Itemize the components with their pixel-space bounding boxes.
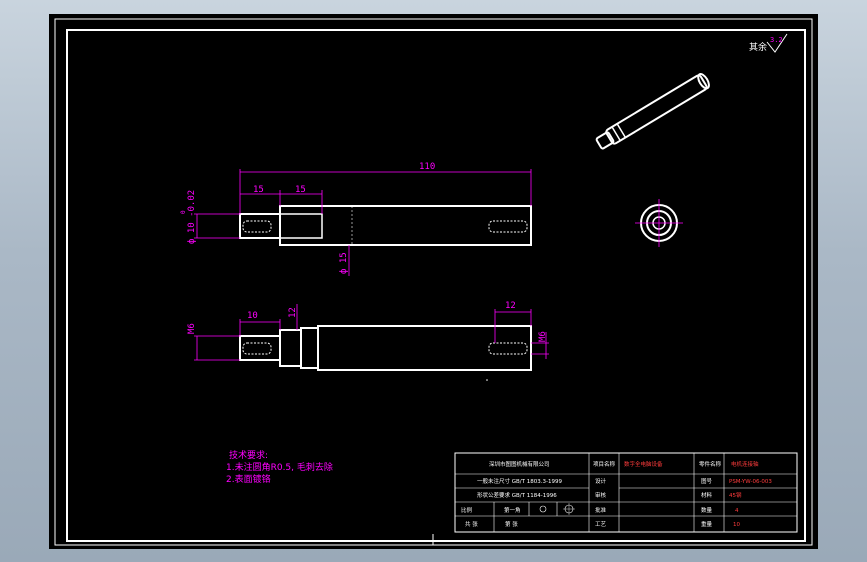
svg-text:设计: 设计 [595,477,607,485]
dimensions-front: M6 10 12 12 M6 [187,301,549,361]
svg-text:数量: 数量 [701,506,713,514]
svg-text:数字全电脑设备: 数字全电脑设备 [624,460,663,468]
svg-text:第 张: 第 张 [505,520,518,528]
svg-text:深圳市图图机械有限公司: 深圳市图图机械有限公司 [489,460,550,468]
technical-notes: 技术要求: 1.未注圆角R0.5, 毛刺去除 2.表面镀铬 [226,449,333,485]
end-view [635,199,683,247]
cad-drawing: 其余 3.2 110 15 15 [54,18,813,546]
svg-text:图号: 图号 [701,477,713,485]
dimensions-top: 110 15 15 ф 10 -0.02 0 ф 15 [180,162,532,276]
svg-text:审核: 审核 [595,491,607,499]
svg-text:15: 15 [253,185,264,195]
svg-text:技术要求:: 技术要求: [229,449,268,461]
svg-text:10: 10 [733,522,740,528]
svg-text:项目名称: 项目名称 [593,460,616,468]
svg-text:M6: M6 [187,323,197,334]
shaft-top-view [239,205,532,246]
svg-text:第一角: 第一角 [504,506,521,514]
svg-text:1.未注圆角R0.5, 毛刺去除: 1.未注圆角R0.5, 毛刺去除 [226,461,333,473]
svg-text:M6: M6 [538,331,548,342]
roughness-symbol: 其余 3.2 [749,33,788,53]
svg-text:2.表面镀铬: 2.表面镀铬 [226,473,271,485]
svg-text:比例: 比例 [461,506,473,514]
isometric-shaft-view [595,73,710,150]
svg-text:批准: 批准 [595,506,607,514]
svg-text:零件名称: 零件名称 [699,460,722,468]
svg-text:15: 15 [295,185,306,195]
inner-border [66,29,806,542]
svg-text:ф 10 -0.02: ф 10 -0.02 [187,190,197,244]
svg-text:3.2: 3.2 [770,36,783,44]
svg-text:4: 4 [735,508,739,514]
svg-text:重量: 重量 [701,520,713,528]
svg-text:PSM-YW-06-003: PSM-YW-06-003 [729,479,772,485]
svg-text:12: 12 [288,307,298,318]
svg-text:共 张: 共 张 [465,520,478,528]
shaft-front-view [239,325,532,381]
svg-text:其余: 其余 [749,41,767,53]
svg-text:10: 10 [247,311,258,321]
svg-text:材料: 材料 [701,491,713,499]
svg-text:12: 12 [505,301,516,311]
svg-text:一般未注尺寸 GB/T 1803.3-1999: 一般未注尺寸 GB/T 1803.3-1999 [477,477,562,485]
svg-text:工艺: 工艺 [595,521,607,528]
svg-text:电机连接轴: 电机连接轴 [731,460,759,468]
drawing-sheet: 其余 3.2 110 15 15 [49,14,818,549]
svg-text:形状公差要求 GB/T 1184-1996: 形状公差要求 GB/T 1184-1996 [477,491,557,499]
title-block: 深圳市图图机械有限公司 一般未注尺寸 GB/T 1803.3-1999 形状公差… [454,452,798,533]
svg-text:45钢: 45钢 [729,491,742,499]
svg-text:ф 15: ф 15 [339,252,349,274]
svg-text:0: 0 [180,210,187,214]
svg-text:110: 110 [419,162,435,172]
